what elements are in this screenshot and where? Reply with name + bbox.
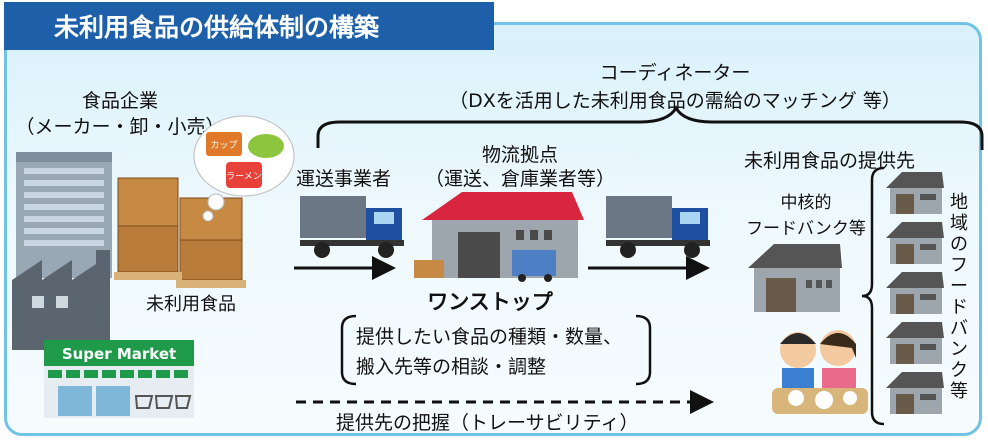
hub-label: 物流拠点 (481, 144, 558, 166)
consultation-bracket (340, 314, 652, 386)
coordinator-note: （DXを活用した未利用食品の需給のマッチング 等） (449, 90, 901, 112)
core-foodbank-icon (748, 244, 842, 312)
traceability-label: 提供先の把握（トレーサビリティ） (336, 412, 639, 434)
consultation-line-1: 提供したい食品の種類・数量、 (356, 326, 623, 348)
core-foodbank-line-1: 中核的 (780, 193, 832, 213)
coordinator-label: コーディネーター (599, 62, 751, 84)
consultation-line-2: 搬入先等の相談・調整 (356, 356, 547, 378)
regional-house-1 (886, 172, 944, 214)
regional-foodbank-icons (886, 172, 944, 414)
office-building-icon (16, 152, 112, 278)
core-foodbank-line-2: フードバンク等 (746, 219, 866, 239)
transport-label: 運送事業者 (296, 168, 392, 190)
recipients-header: 未利用食品の提供先 (744, 150, 916, 172)
truck-icon-2 (606, 196, 710, 258)
truck-icon (300, 196, 404, 258)
supermarket-icon: Super Market (44, 340, 194, 418)
page-title: 未利用食品の供給体制の構築 (4, 2, 494, 50)
factory-icon (12, 250, 110, 350)
regional-foodbank-label: 地域のフードバンク等 (950, 192, 968, 402)
food-bubble-label-0: ラーメン (226, 171, 262, 182)
regional-brace (861, 166, 885, 426)
unused-food-label: 未利用食品 (146, 294, 236, 315)
food-company-sub: （メーカー・卸・小売） (15, 116, 225, 138)
regional-house-2 (886, 222, 944, 264)
warehouse-icon (414, 192, 584, 282)
food-company-label: 食品企業 (81, 90, 158, 112)
one-stop-label: ワンストップ (427, 290, 553, 314)
regional-house-5 (886, 372, 944, 414)
regional-house-3 (886, 272, 944, 314)
food-bubble-label-1: カップ (210, 140, 237, 151)
supermarket-sign: Super Market (62, 345, 176, 363)
food-thought-bubble-icon: カップ ラーメン (193, 115, 295, 222)
regional-house-4 (886, 322, 944, 364)
children-eating-icon (772, 330, 868, 414)
hub-sub: （運送、倉庫業者等） (424, 168, 615, 190)
